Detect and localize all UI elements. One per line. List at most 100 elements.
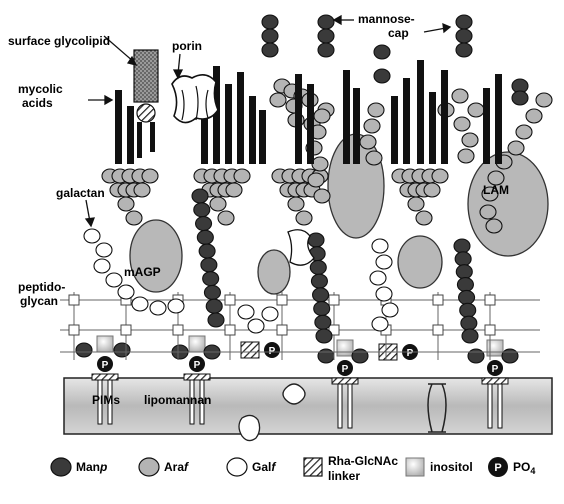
arabinose-residue bbox=[487, 170, 505, 186]
galactan-residue bbox=[375, 286, 393, 302]
galactan-residue bbox=[93, 258, 111, 274]
mannan-chains bbox=[191, 14, 529, 344]
label-pims: PIMs bbox=[92, 393, 120, 407]
peptidoglycan-unit bbox=[224, 324, 236, 336]
mannose-residue bbox=[191, 188, 209, 204]
mannose-cap-residue bbox=[261, 14, 279, 30]
galactan-residue bbox=[381, 302, 399, 318]
mycolic-acid-chain bbox=[259, 110, 266, 164]
mannose-residue bbox=[307, 232, 325, 248]
peptidoglycan-unit bbox=[120, 324, 132, 336]
lipid-tail bbox=[337, 383, 343, 429]
phosphate-symbol: P bbox=[342, 364, 349, 375]
glycolipid-head bbox=[133, 49, 159, 103]
legend-linker-label-1: Rha-GlcNAc bbox=[328, 454, 398, 468]
arabinose-residue bbox=[313, 108, 331, 124]
mycolic-acid-chain bbox=[127, 106, 134, 164]
galactan-residue bbox=[371, 238, 389, 254]
mycolic-acid-chain bbox=[115, 90, 122, 164]
legend-po4-swatch bbox=[488, 457, 508, 477]
mycolic-acid-layer bbox=[115, 60, 502, 164]
mannose-residue bbox=[207, 312, 225, 328]
arabinose-residue bbox=[365, 150, 383, 166]
mycolic-acid-chain bbox=[429, 92, 436, 164]
glycolipid-core bbox=[136, 103, 156, 123]
mycolic-acid-chain bbox=[417, 60, 424, 164]
arabinose-residue bbox=[407, 196, 425, 212]
arabinose-residue bbox=[363, 118, 381, 134]
galactan-chains bbox=[83, 228, 399, 334]
arrow-surface-glycolipid bbox=[103, 35, 135, 63]
legend-linker-label-2: linker bbox=[328, 469, 360, 483]
arabinose-residue bbox=[217, 210, 235, 226]
mycolic-acid-chain bbox=[483, 88, 490, 164]
legend-po4-label: PO4 bbox=[513, 460, 535, 476]
peptidoglycan-unit bbox=[328, 294, 340, 306]
phosphate-symbol: P bbox=[407, 348, 414, 359]
galactan-residue bbox=[149, 300, 167, 316]
mannose-residue bbox=[202, 271, 220, 287]
peptidoglycan-unit bbox=[172, 324, 184, 336]
arabinose-residue bbox=[269, 92, 287, 108]
mannose-residue bbox=[454, 251, 472, 267]
arabinose-residue bbox=[431, 168, 449, 184]
arabinose-residue bbox=[125, 210, 143, 226]
inositol-unit bbox=[96, 335, 114, 353]
legend-po4-symbol: P bbox=[494, 462, 501, 474]
peptidoglycan-unit bbox=[224, 294, 236, 306]
mannose-cap-residue bbox=[317, 28, 335, 44]
galactan-residue bbox=[371, 316, 389, 332]
mycolic-acid-chain bbox=[307, 84, 314, 164]
legend-manp-swatch bbox=[50, 457, 72, 477]
porin-shape bbox=[171, 74, 219, 124]
porin-channels bbox=[181, 85, 209, 121]
arabinose-residue bbox=[479, 204, 497, 220]
pim-mannose bbox=[501, 348, 519, 364]
arabinose-residue bbox=[367, 102, 385, 118]
lam-body bbox=[257, 249, 291, 295]
glycolipid-tail-2 bbox=[150, 122, 155, 152]
galactan-residue bbox=[237, 304, 255, 320]
mannose-residue bbox=[203, 284, 221, 300]
lipid-tail bbox=[487, 383, 493, 429]
pim-mannose bbox=[113, 342, 131, 358]
mannose-cap-residue bbox=[317, 42, 335, 58]
peptidoglycan-unit bbox=[432, 324, 444, 336]
mannose-residue bbox=[196, 229, 214, 245]
arabinose-residue bbox=[287, 196, 305, 212]
arabinose-residue bbox=[307, 172, 325, 188]
legend-inositol-swatch bbox=[405, 457, 425, 477]
arabinose-residue bbox=[295, 210, 313, 226]
arabinose-residue bbox=[467, 102, 485, 118]
rha-glcnac-linker bbox=[240, 341, 260, 359]
mycolic-acid-chain bbox=[295, 74, 302, 164]
mannose-cap-residue bbox=[261, 42, 279, 58]
lipid-tail bbox=[189, 379, 195, 425]
mannose-residue bbox=[455, 264, 473, 280]
galactan-residue bbox=[83, 228, 101, 244]
legend-galf-label: Galf bbox=[252, 460, 276, 474]
mannose-residue bbox=[456, 277, 474, 293]
label-mycolic: mycolic bbox=[18, 82, 63, 96]
galactan-residue bbox=[167, 298, 185, 314]
pim-mannose bbox=[467, 348, 485, 364]
peptidoglycan-unit bbox=[68, 324, 80, 336]
lipid-tail bbox=[199, 379, 205, 425]
mycolic-acid-chain bbox=[441, 70, 448, 164]
phosphate-group bbox=[189, 356, 205, 372]
mannose-cap-residue bbox=[373, 68, 391, 84]
arrow-mannose-cap-right bbox=[423, 27, 447, 33]
labels: surface glycolipid porin mycolic acids m… bbox=[8, 12, 509, 407]
membrane-protein-lower bbox=[238, 414, 261, 442]
mannose-residue bbox=[314, 314, 332, 330]
legend-inositol-label: inositol bbox=[430, 460, 473, 474]
arabinose-residue bbox=[515, 124, 533, 140]
label-surface-glycolipid: surface glycolipid bbox=[8, 34, 110, 48]
legend: Manp Araf Galf Rha-GlcNAc linker inosito… bbox=[50, 454, 535, 483]
mannose-residue bbox=[205, 298, 223, 314]
peptidoglycan-unit bbox=[68, 294, 80, 306]
galactan-residue bbox=[131, 296, 149, 312]
arabinose-residue bbox=[209, 196, 227, 212]
label-glycan: glycan bbox=[20, 294, 58, 308]
